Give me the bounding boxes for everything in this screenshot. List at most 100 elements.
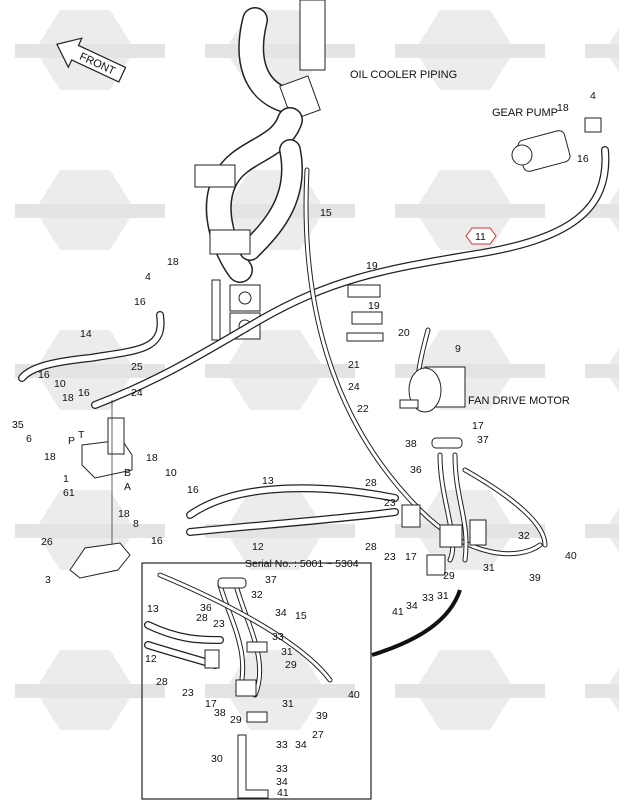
callout-18[interactable]: 18: [44, 451, 56, 463]
callout-3[interactable]: 3: [45, 574, 51, 586]
callout-34[interactable]: 34: [406, 600, 418, 612]
callout-18[interactable]: 18: [62, 392, 74, 404]
callout-37[interactable]: 37: [477, 434, 489, 446]
callout-20[interactable]: 20: [398, 327, 410, 339]
callout-12[interactable]: 12: [252, 541, 264, 553]
inset-callout-28[interactable]: 28: [156, 676, 168, 688]
callout-24[interactable]: 24: [131, 387, 143, 399]
callout-14[interactable]: 14: [80, 328, 92, 340]
callout-19[interactable]: 19: [368, 300, 380, 312]
inset-callout-27[interactable]: 27: [312, 729, 324, 741]
inset-callout-23[interactable]: 23: [213, 618, 225, 630]
callout-4[interactable]: 4: [145, 271, 151, 283]
oil-cooler-heading: OIL COOLER PIPING: [350, 69, 457, 81]
mounting-bracket: [69, 542, 131, 579]
inset-callout-31[interactable]: 31: [282, 698, 294, 710]
inset-callout-36[interactable]: 36: [200, 602, 212, 614]
inset-callout-34[interactable]: 34: [275, 607, 287, 619]
inset-callout-23[interactable]: 23: [182, 687, 194, 699]
callout-38[interactable]: 38: [405, 438, 417, 450]
callout-10[interactable]: 10: [54, 378, 66, 390]
valve-block: [81, 400, 133, 555]
inset-callout-37[interactable]: 37: [265, 574, 277, 586]
inset-callout-34[interactable]: 34: [276, 776, 288, 788]
inset-callout-13[interactable]: 13: [147, 603, 159, 615]
inset-callout-39[interactable]: 39: [316, 710, 328, 722]
callout-18[interactable]: 18: [557, 102, 569, 114]
callout-8[interactable]: 8: [133, 518, 139, 530]
oil-cooler-piping: [194, 0, 326, 341]
callout-29[interactable]: 29: [443, 570, 455, 582]
callout-A[interactable]: A: [124, 481, 131, 493]
inset-callout-30[interactable]: 30: [211, 753, 223, 765]
callout-61[interactable]: 61: [63, 487, 75, 499]
inset-callout-34[interactable]: 34: [295, 739, 307, 751]
callout-4[interactable]: 4: [590, 90, 596, 102]
callout-22[interactable]: 22: [357, 403, 369, 415]
callout-16[interactable]: 16: [151, 535, 163, 547]
callout-13[interactable]: 13: [262, 475, 274, 487]
callout-11-highlighted[interactable]: 11: [475, 231, 486, 243]
callout-9[interactable]: 9: [455, 343, 461, 355]
inset-callout-32[interactable]: 32: [251, 589, 263, 601]
serial-range-label: Serial No. : 5001 ~ 5304: [245, 558, 359, 570]
callout-16[interactable]: 16: [78, 387, 90, 399]
gear-pump: [511, 117, 602, 172]
callout-15[interactable]: 15: [320, 207, 332, 219]
callout-33[interactable]: 33: [422, 592, 434, 604]
callout-21[interactable]: 21: [348, 359, 360, 371]
callout-25[interactable]: 25: [131, 361, 143, 373]
inset-callout-15[interactable]: 15: [295, 610, 307, 622]
serial-inset-box: [141, 562, 372, 800]
callout-31[interactable]: 31: [483, 562, 495, 574]
callout-T[interactable]: T: [78, 429, 85, 441]
callout-23[interactable]: 23: [384, 497, 396, 509]
callout-23[interactable]: 23: [384, 551, 396, 563]
callout-36[interactable]: 36: [410, 464, 422, 476]
callout-16[interactable]: 16: [577, 153, 589, 165]
callout-41[interactable]: 41: [392, 606, 404, 618]
callout-16[interactable]: 16: [38, 369, 50, 381]
callout-28[interactable]: 28: [365, 477, 377, 489]
inset-callout-12[interactable]: 12: [145, 653, 157, 665]
callout-B[interactable]: B: [124, 467, 131, 479]
callout-17[interactable]: 17: [472, 420, 484, 432]
callout-16[interactable]: 16: [134, 296, 146, 308]
inset-callout-28[interactable]: 28: [196, 612, 208, 624]
callout-40[interactable]: 40: [565, 550, 577, 562]
highlight-callout-frame: [465, 227, 497, 245]
callout-35[interactable]: 35: [12, 419, 24, 431]
gear-pump-heading: GEAR PUMP: [492, 107, 558, 119]
inset-callout-33[interactable]: 33: [276, 739, 288, 751]
inset-callout-33[interactable]: 33: [276, 763, 288, 775]
callout-18[interactable]: 18: [146, 452, 158, 464]
callout-31[interactable]: 31: [437, 590, 449, 602]
inset-callout-38[interactable]: 38: [214, 707, 226, 719]
callout-18[interactable]: 18: [167, 256, 179, 268]
callout-28[interactable]: 28: [365, 541, 377, 553]
callout-24[interactable]: 24: [348, 381, 360, 393]
callout-10[interactable]: 10: [165, 467, 177, 479]
inset-callout-41[interactable]: 41: [277, 787, 289, 799]
callout-19[interactable]: 19: [366, 260, 378, 272]
callout-18[interactable]: 18: [118, 508, 130, 520]
inset-callout-33[interactable]: 33: [272, 631, 284, 643]
callout-26[interactable]: 26: [41, 536, 53, 548]
callout-P[interactable]: P: [68, 435, 75, 447]
inset-callout-29[interactable]: 29: [230, 714, 242, 726]
inset-callout-17[interactable]: 17: [205, 698, 217, 710]
callout-1[interactable]: 1: [63, 473, 69, 485]
inset-callout-40[interactable]: 40: [348, 689, 360, 701]
inset-drawing: [144, 572, 333, 799]
callout-17[interactable]: 17: [405, 551, 417, 563]
callout-16[interactable]: 16: [187, 484, 199, 496]
callout-32[interactable]: 32: [518, 530, 530, 542]
callout-39[interactable]: 39: [529, 572, 541, 584]
inset-callout-31[interactable]: 31: [281, 646, 293, 658]
inset-callout-29[interactable]: 29: [285, 659, 297, 671]
callout-6[interactable]: 6: [26, 433, 32, 445]
